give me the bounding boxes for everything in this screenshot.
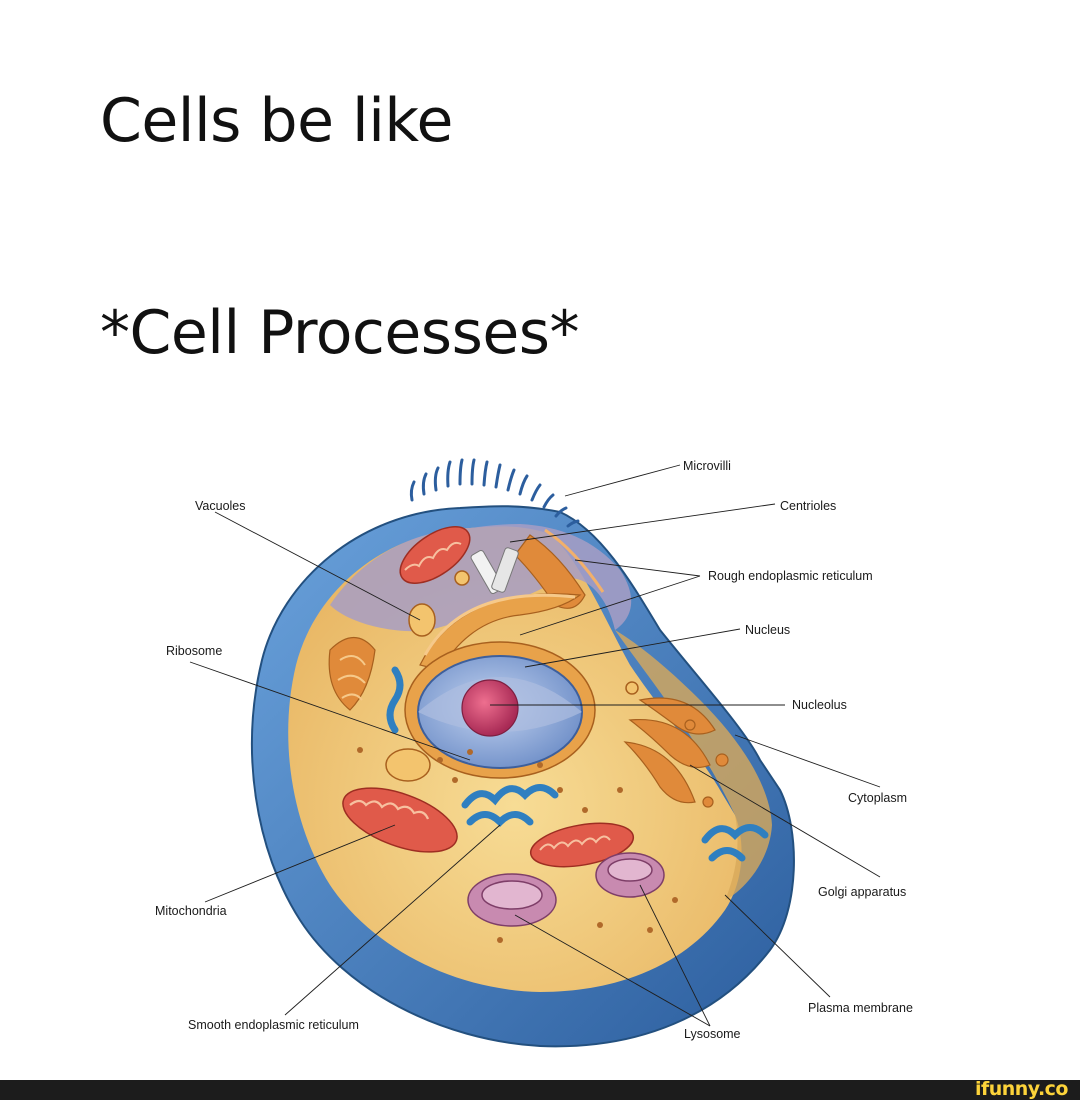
label-golgi: Golgi apparatus <box>818 885 906 899</box>
cut-plane <box>615 630 772 900</box>
interior-shadow <box>330 524 632 632</box>
smooth-er-shapes <box>386 666 769 862</box>
label-lysosome: Lysosome <box>684 1027 741 1041</box>
mitochondria-shapes <box>342 526 635 868</box>
animal-cell-diagram: Microvilli Centrioles Rough endoplasmic … <box>155 458 913 1048</box>
microvilli-shape <box>409 458 580 528</box>
label-rough-er: Rough endoplasmic reticulum <box>708 569 873 583</box>
label-smooth-er: Smooth endoplasmic reticulum <box>188 1018 359 1032</box>
rough-er-shapes <box>328 528 605 711</box>
label-vacuoles: Vacuoles <box>195 499 246 513</box>
vacuole-shapes <box>385 570 639 782</box>
ribosome-dots <box>357 747 678 943</box>
footer-bar: ifunny.co <box>0 1078 1080 1100</box>
label-nucleus: Nucleus <box>745 623 790 637</box>
meme-caption-line-2: *Cell Processes* <box>100 298 580 368</box>
lysosome-shapes <box>467 852 665 927</box>
label-centrioles: Centrioles <box>780 499 836 513</box>
label-mitochondria: Mitochondria <box>155 904 227 918</box>
golgi-shapes <box>623 697 729 808</box>
label-plasma-membrane: Plasma membrane <box>808 1001 913 1015</box>
centrioles-shape <box>470 547 519 594</box>
label-microvilli: Microvilli <box>683 459 731 473</box>
nucleolus-shape <box>461 679 519 737</box>
label-nucleolus: Nucleolus <box>792 698 847 712</box>
ifunny-logo: ifunny.co <box>974 1078 1069 1100</box>
meme-caption-line-1: Cells be like <box>100 86 453 156</box>
label-cytoplasm: Cytoplasm <box>848 791 907 805</box>
leader-lines <box>189 464 881 1027</box>
label-ribosome: Ribosome <box>166 644 222 658</box>
